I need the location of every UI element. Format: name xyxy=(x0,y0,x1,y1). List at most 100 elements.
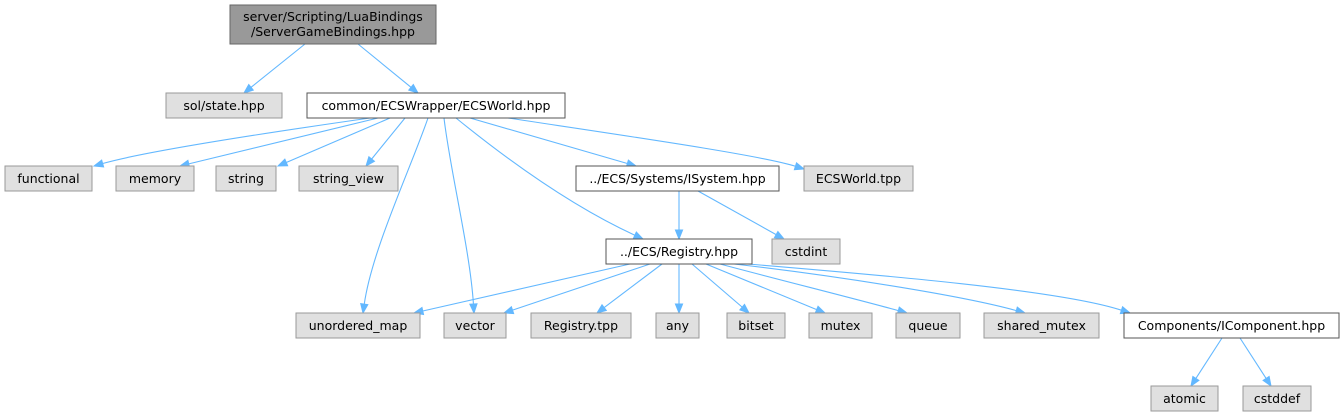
node-atomic: atomic xyxy=(1150,385,1219,412)
node-label-icomponent: Components/IComponent.hpp xyxy=(1138,318,1325,333)
edge-root-to-sol_state xyxy=(250,43,306,88)
node-label-bitset: bitset xyxy=(738,318,774,333)
edge-ecsworld-to-ecsworld_tpp xyxy=(507,117,796,167)
node-shared_mutex: shared_mutex xyxy=(983,312,1100,339)
node-box-isystem xyxy=(575,165,780,192)
arrowhead-icomponent-to-cstddef xyxy=(1262,375,1272,388)
node-string: string xyxy=(215,165,277,192)
node-box-ecsworld_tpp xyxy=(803,165,914,192)
edge-icomponent-to-atomic xyxy=(1195,337,1223,379)
node-unordered_map: unordered_map xyxy=(295,312,421,339)
edge-ecsworld-to-registry xyxy=(455,117,636,236)
arrowhead-registry-to-any xyxy=(674,303,684,315)
node-box-string xyxy=(215,165,277,192)
edge-registry-to-unordered_map xyxy=(422,263,631,312)
node-label-sol_state: sol/state.hpp xyxy=(183,98,264,113)
node-label-mutex: mutex xyxy=(821,318,861,333)
node-isystem[interactable]: ../ECS/Systems/ISystem.hpp xyxy=(575,165,780,192)
arrowhead-ecsworld-to-vector xyxy=(469,303,478,315)
arrowhead-ecsworld-to-ecsworld_tpp xyxy=(793,161,806,171)
arrowhead-icomponent-to-atomic xyxy=(1190,375,1200,388)
node-sol_state: sol/state.hpp xyxy=(165,92,283,119)
node-label-string_view: string_view xyxy=(313,171,384,186)
node-label-registry_tpp: Registry.tpp xyxy=(544,318,618,333)
node-label-vector: vector xyxy=(455,318,496,333)
node-box-unordered_map xyxy=(295,312,421,339)
node-label-memory: memory xyxy=(129,171,182,186)
node-registry_tpp: Registry.tpp xyxy=(530,312,632,339)
edge-registry-to-icomponent xyxy=(747,263,1122,311)
edge-registry-to-queue xyxy=(719,263,899,312)
node-label-cstddef: cstddef xyxy=(1254,391,1301,406)
arrowhead-isystem-to-cstdint xyxy=(773,230,786,240)
node-box-root xyxy=(229,4,437,45)
node-box-memory xyxy=(115,165,195,192)
edge-registry-to-registry_tpp xyxy=(603,263,663,309)
node-box-mutex xyxy=(808,312,873,339)
node-string_view: string_view xyxy=(298,165,399,192)
arrowhead-ecsworld-to-string_view xyxy=(365,155,376,168)
edge-registry-to-mutex xyxy=(705,263,817,311)
nodes-layer: server/Scripting/LuaBindings/ServerGameB… xyxy=(4,4,1340,412)
edge-ecsworld-to-memory xyxy=(188,117,379,165)
edge-root-to-ecsworld xyxy=(357,43,412,88)
arrowhead-registry-to-registry_tpp xyxy=(595,303,608,314)
node-root: server/Scripting/LuaBindings/ServerGameB… xyxy=(229,4,437,45)
node-label-isystem: ../ECS/Systems/ISystem.hpp xyxy=(589,171,765,186)
node-label-root-line2: /ServerGameBindings.hpp xyxy=(251,24,415,39)
node-label-ecsworld_tpp: ECSWorld.tpp xyxy=(816,171,901,186)
node-label-atomic: atomic xyxy=(1163,391,1206,406)
node-cstddef: cstddef xyxy=(1242,385,1312,412)
node-box-ecsworld xyxy=(306,92,566,119)
node-vector: vector xyxy=(443,312,507,339)
node-ecsworld_tpp: ECSWorld.tpp xyxy=(803,165,914,192)
node-label-queue: queue xyxy=(908,318,947,333)
node-functional: functional xyxy=(4,165,93,192)
node-icomponent[interactable]: Components/IComponent.hpp xyxy=(1123,312,1340,339)
node-box-cstddef xyxy=(1242,385,1312,412)
edge-ecsworld-to-unordered_map xyxy=(363,117,429,305)
edge-registry-to-shared_mutex xyxy=(733,263,1017,312)
edge-icomponent-to-cstddef xyxy=(1239,337,1267,379)
arrowhead-root-to-sol_state xyxy=(242,83,255,94)
node-box-string_view xyxy=(298,165,399,192)
node-label-shared_mutex: shared_mutex xyxy=(997,318,1086,333)
node-ecsworld[interactable]: common/ECSWrapper/ECSWorld.hpp xyxy=(306,92,566,119)
node-box-registry_tpp xyxy=(530,312,632,339)
node-label-ecsworld: common/ECSWrapper/ECSWorld.hpp xyxy=(322,98,551,113)
edge-registry-to-bitset xyxy=(691,263,743,308)
edge-ecsworld-to-string_view xyxy=(371,117,406,160)
node-memory: memory xyxy=(115,165,195,192)
node-label-functional: functional xyxy=(17,171,79,186)
node-label-registry: ../ECS/Registry.hpp xyxy=(620,244,738,259)
edge-registry-to-vector xyxy=(512,263,651,311)
node-label-unordered_map: unordered_map xyxy=(309,318,408,333)
arrowhead-root-to-ecsworld xyxy=(407,83,420,94)
node-box-vector xyxy=(443,312,507,339)
node-box-shared_mutex xyxy=(983,312,1100,339)
node-registry[interactable]: ../ECS/Registry.hpp xyxy=(605,238,753,265)
node-box-sol_state xyxy=(165,92,283,119)
node-box-queue xyxy=(895,312,961,339)
node-label-string: string xyxy=(228,171,264,186)
arrowhead-registry-to-mutex xyxy=(814,305,827,314)
node-box-atomic xyxy=(1150,385,1219,412)
edges-layer xyxy=(92,43,1272,388)
node-box-icomponent xyxy=(1123,312,1340,339)
node-label-root-line1: server/Scripting/LuaBindings xyxy=(243,9,423,24)
arrowhead-registry-to-bitset xyxy=(738,303,751,314)
node-mutex: mutex xyxy=(808,312,873,339)
arrowhead-isystem-to-registry xyxy=(674,229,684,241)
edge-ecsworld-to-string xyxy=(286,117,391,163)
node-cstdint: cstdint xyxy=(771,238,841,265)
arrowhead-ecsworld-to-string xyxy=(276,158,289,167)
node-box-cstdint xyxy=(771,238,841,265)
edge-ecsworld-to-vector xyxy=(443,117,474,305)
node-any: any xyxy=(655,312,700,339)
node-bitset: bitset xyxy=(726,312,786,339)
arrowhead-registry-to-vector xyxy=(502,305,515,315)
edge-ecsworld-to-functional xyxy=(102,117,371,165)
node-label-any: any xyxy=(666,318,690,333)
edge-isystem-to-cstdint xyxy=(697,190,777,236)
